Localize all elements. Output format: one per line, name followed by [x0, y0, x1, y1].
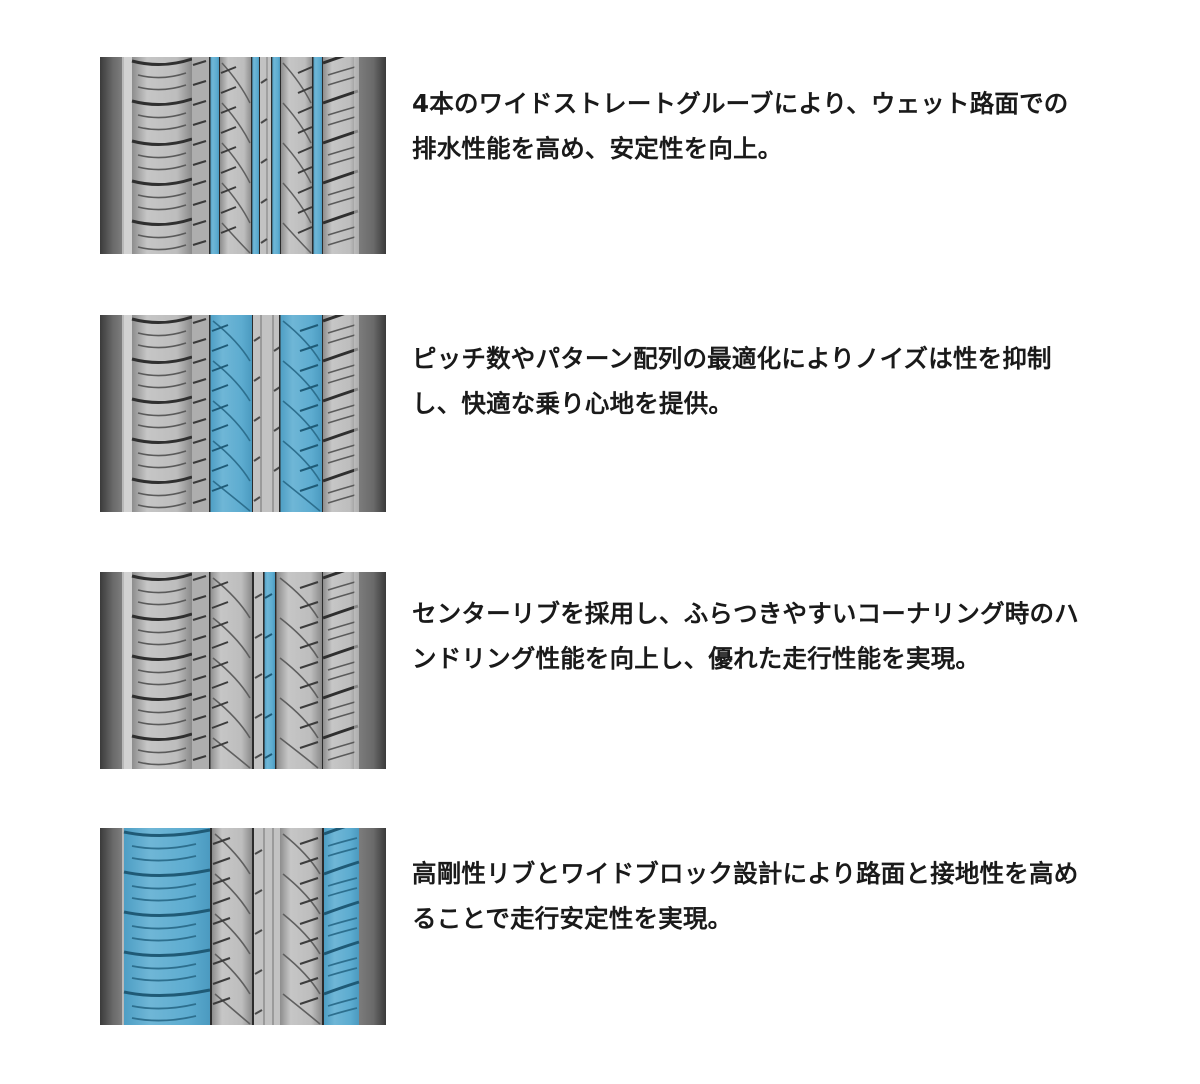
tire-tread-diagram: [100, 828, 386, 1025]
tire-tread-diagram: [100, 57, 386, 254]
feature-description: 高剛性リブとワイドブロック設計により路面と接地性を高めることで走行安定性を実現。: [412, 859, 1079, 933]
tire-tread-image: [100, 315, 386, 512]
tire-tread-diagram: [100, 572, 386, 769]
tire-tread-image: [100, 828, 386, 1025]
feature-description: ピッチ数やパターン配列の最適化によりノイズは性を抑制し、快適な乗り心地を提供。: [412, 344, 1052, 418]
tire-tread-diagram: [100, 315, 386, 512]
feature-description: センターリブを採用し、ふらつきやすいコーナリング時のハンドリング性能を向上し、優…: [412, 599, 1079, 673]
tire-tread-image: [100, 57, 386, 254]
tire-tread-image: [100, 572, 386, 769]
feature-description: 4本のワイドストレートグルーブにより、ウェット路面での排水性能を高め、安定性を向…: [412, 89, 1069, 163]
